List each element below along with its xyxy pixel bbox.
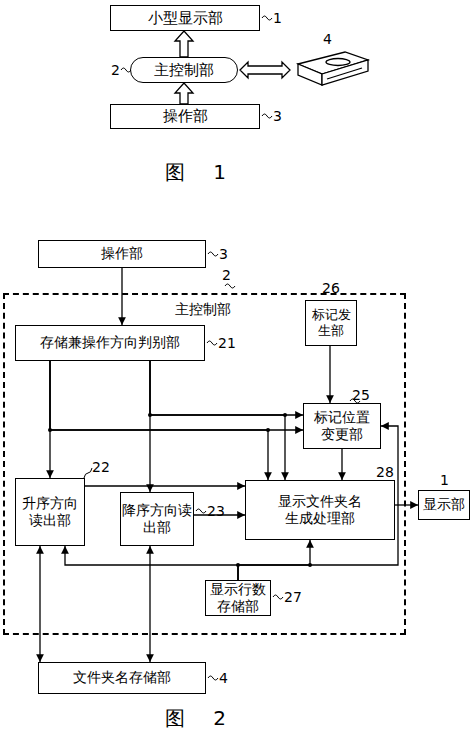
- connector-line: [50, 361, 303, 430]
- callout-number: 4: [219, 671, 228, 685]
- connector-line: [39, 546, 40, 662]
- tilde-leader: [273, 595, 283, 599]
- junction-dot: [308, 563, 312, 567]
- connector-line: [85, 485, 245, 486]
- tilde-leader: [84, 468, 92, 478]
- process-box: 显示部: [418, 490, 470, 520]
- connector-line: [238, 540, 310, 580]
- node-label: 显示部: [423, 496, 465, 514]
- drive-top: [298, 52, 368, 74]
- node-label: 标记发生部: [307, 307, 355, 340]
- node-label: 升序方向读出部: [17, 495, 83, 530]
- node-label: 标记位置变更部: [312, 409, 372, 444]
- callout-number: 2: [111, 63, 120, 77]
- callout-number: 1: [440, 473, 449, 487]
- callout-number: 3: [219, 247, 228, 261]
- tilde-leader: [196, 509, 206, 513]
- node-label: 存储兼操作方向判别部: [40, 334, 180, 352]
- process-box: 升序方向读出部: [15, 478, 85, 546]
- process-box: 降序方向读出部: [120, 492, 194, 546]
- drive-front: [322, 60, 368, 85]
- tilde-leader: [225, 284, 235, 288]
- figure-caption: 图 1: [165, 162, 226, 182]
- node-label: 操作部: [101, 245, 143, 263]
- tilde-leader: [208, 252, 218, 256]
- callout-number: 22: [92, 460, 110, 474]
- junction-dot: [148, 413, 152, 417]
- process-box: 操作部: [110, 104, 260, 129]
- connector-line: [149, 361, 150, 492]
- block-arrow: [175, 31, 193, 57]
- callout-number: 4: [323, 32, 332, 46]
- control-pill: 主控制部: [130, 57, 238, 83]
- callout-number: 26: [322, 281, 340, 295]
- process-box: 存储兼操作方向判别部: [15, 325, 205, 361]
- connector-line: [150, 361, 285, 480]
- connector-line: [49, 361, 50, 478]
- tilde-leader: [207, 341, 217, 345]
- connector-line: [121, 268, 122, 325]
- node-label: 显示行数存储部: [207, 581, 269, 616]
- node-label: 文件夹名存储部: [73, 669, 171, 687]
- callout-number: 28: [376, 465, 394, 479]
- callout-number: 3: [273, 109, 282, 123]
- tilde-leader: [208, 676, 218, 680]
- callout-number: 27: [284, 590, 302, 604]
- connector-line: [238, 426, 398, 580]
- callout-number: 25: [352, 388, 370, 402]
- junction-dot: [48, 428, 52, 432]
- connector-line: [65, 546, 238, 580]
- connector-line: [150, 361, 303, 415]
- node-label: 主控制部: [154, 61, 214, 80]
- callout-number: 1: [273, 11, 282, 25]
- connector-line: [395, 504, 418, 505]
- process-box: 文件夹名存储部: [38, 662, 206, 694]
- junction-dot: [266, 428, 270, 432]
- process-box: 操作部: [38, 240, 206, 268]
- junction-dot: [283, 413, 287, 417]
- process-box: 标记位置变更部: [303, 403, 381, 449]
- drive-side: [298, 64, 322, 85]
- drive-slot: [327, 68, 362, 79]
- tilde-leader: [262, 114, 272, 118]
- connector-line: [329, 346, 330, 403]
- process-box: 显示行数存储部: [205, 580, 271, 616]
- node-label: 显示文件夹名生成处理部: [274, 493, 366, 528]
- callout-number: 23: [207, 504, 225, 518]
- connector-line: [149, 546, 150, 662]
- connector-line: [341, 449, 342, 480]
- block-arrow: [175, 83, 193, 104]
- callout-number: 21: [218, 336, 236, 350]
- junction-dot: [236, 563, 240, 567]
- node-label: 降序方向读出部: [122, 502, 192, 537]
- figure-caption: 图 2: [165, 708, 226, 728]
- double-block-arrow: [240, 62, 290, 78]
- process-box: 标记发生部: [305, 300, 357, 346]
- callout-number: 2: [222, 268, 231, 282]
- dashed-group: 主控制部存储兼操作方向判别部 标记发生部标记位置变更部升序方向读出部 降序方向读出部…: [3, 293, 406, 635]
- drive-disc: [326, 59, 350, 66]
- connector-line: [50, 361, 268, 480]
- group-title: 主控制部: [175, 301, 231, 319]
- tilde-leader: [262, 16, 272, 20]
- node-label: 操作部: [163, 107, 208, 126]
- process-box: 小型显示部: [110, 5, 260, 31]
- process-box: 显示文件夹名生成处理部: [245, 480, 395, 540]
- disk-drive-illustration: [298, 52, 368, 85]
- node-label: 小型显示部: [148, 9, 223, 28]
